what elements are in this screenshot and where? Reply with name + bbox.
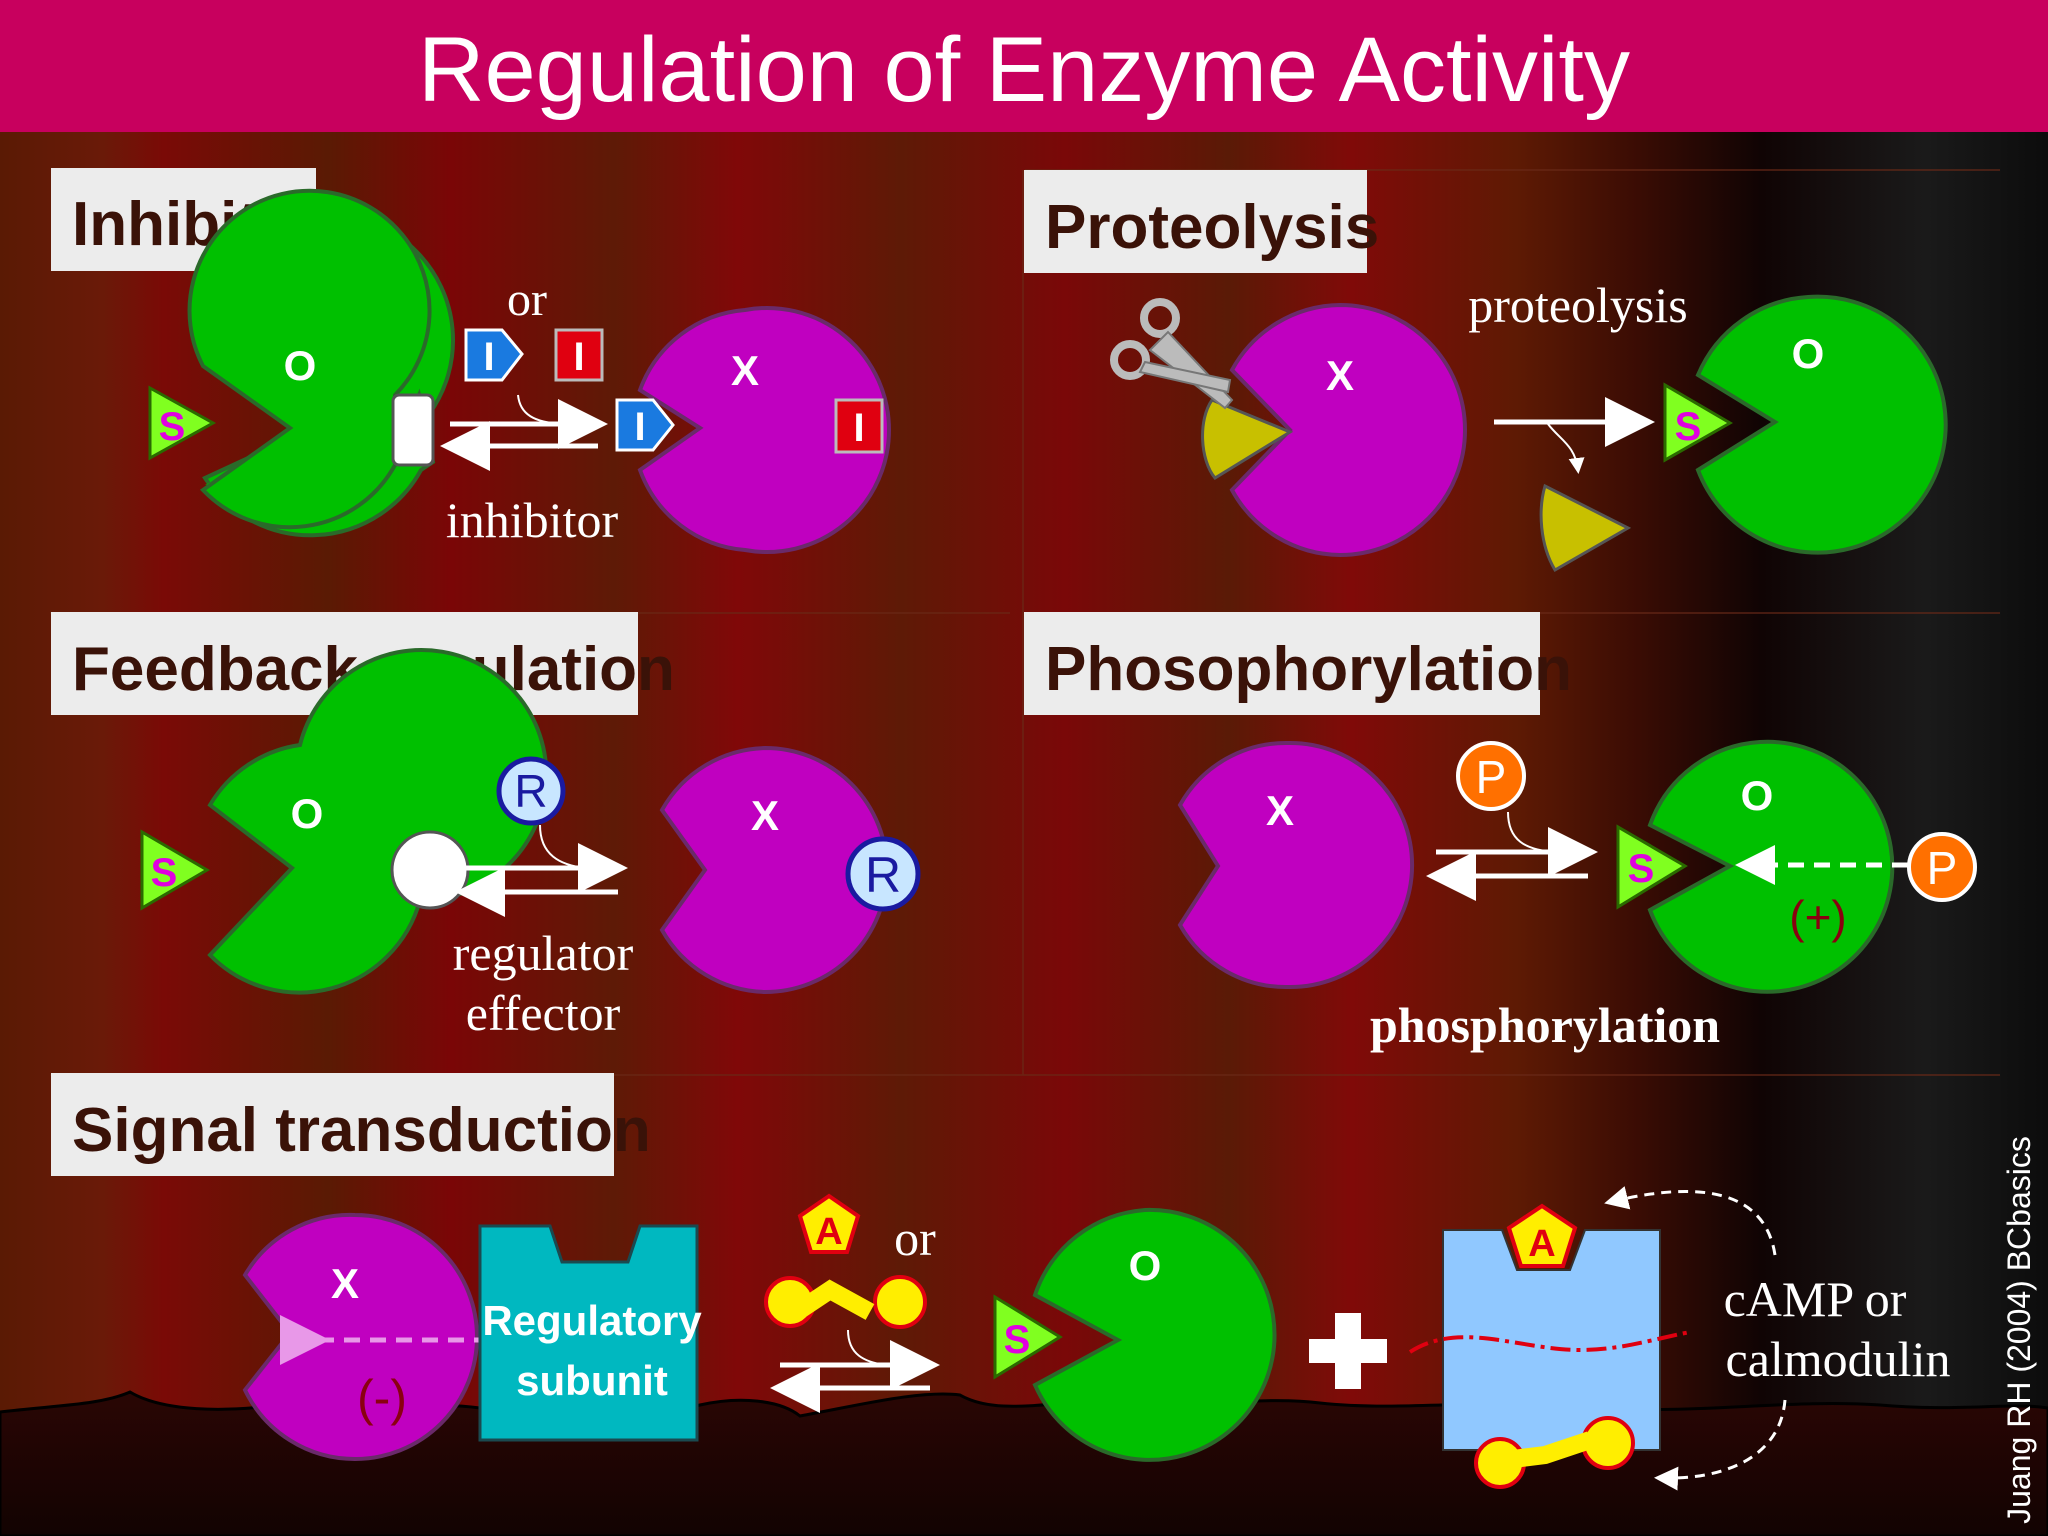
camp-label-line1: cAMP or: [1724, 1271, 1907, 1327]
substrate-triangle: [148, 385, 217, 461]
substrate-triangle-ph: [1616, 824, 1688, 910]
inactive-symbol-sig: X: [331, 1260, 359, 1307]
bound-inhibitor-blue-icon: [615, 398, 675, 452]
binding-site-blank: [391, 393, 435, 467]
inactive-enzyme-pro: [1229, 302, 1467, 558]
inactive-symbol-ph: X: [1266, 787, 1294, 834]
substrate-triangle-pro: [1663, 382, 1734, 463]
bound-inhibitor-red-icon: [834, 398, 884, 454]
active-symbol-sig: O: [1129, 1242, 1162, 1289]
active-symbol-ph: O: [1741, 772, 1774, 819]
section-phosphorylation: Phosophorylation: [1024, 612, 1572, 715]
regulator-label-line2: effector: [466, 985, 621, 1041]
regulatory-label-line1: Regulatory: [482, 1297, 702, 1344]
regulatory-subunit: [478, 1224, 699, 1442]
proteolysis-caption: proteolysis: [1468, 277, 1687, 333]
bound-regulator-icon: [845, 836, 921, 912]
active-enzyme-body: [187, 188, 432, 530]
inhibitor-blue-icon: [464, 328, 524, 382]
active-enzyme-sig: [1032, 1207, 1277, 1462]
inactive-enzyme-sig: [242, 1212, 479, 1462]
active-symbol: O: [284, 342, 317, 389]
bound-regulator-letter: R: [865, 847, 901, 903]
section-label-proteolysis: Proteolysis: [1045, 193, 1379, 262]
substrate-letter-fb: S: [151, 851, 178, 895]
inhibitor-panel: O S I I or inhibitor I I X: [148, 188, 891, 554]
feedback-panel: O S R regulator effector X R: [140, 648, 921, 1041]
calmodulin-icon: [764, 1275, 927, 1329]
inhibitor-blue-letter: I: [483, 335, 494, 379]
substrate-letter: S: [159, 405, 186, 449]
activator-letter: A: [815, 1211, 842, 1253]
section-label-phosphorylation: Phosophorylation: [1045, 635, 1572, 704]
phosphate-letter: P: [1476, 751, 1507, 803]
substrate-letter-sig: S: [1004, 1318, 1031, 1362]
active-symbol-fb: O: [291, 790, 324, 837]
regulatory-label-line2: subunit: [516, 1357, 668, 1404]
inhibitor-caption: inhibitor: [446, 492, 619, 548]
phosphorylation-caption: phosphorylation: [1370, 997, 1720, 1053]
substrate-triangle-sig: [993, 1294, 1063, 1380]
inactive-enzyme-fb: [659, 745, 889, 995]
inactive-symbol-pro: X: [1326, 352, 1354, 399]
bound-activator-letter: A: [1528, 1223, 1555, 1265]
active-symbol-pro: O: [1792, 330, 1825, 377]
camp-label-line2: calmodulin: [1726, 1331, 1951, 1387]
bound-inhibitor-red-letter: I: [853, 406, 864, 450]
peptide-segment-attached: [1201, 398, 1294, 480]
bound-activator-icon: [1506, 1203, 1578, 1268]
title-bar: [0, 0, 2048, 132]
slide-title: Regulation of Enzyme Activity: [418, 19, 1630, 121]
substrate-letter-pro: S: [1675, 405, 1702, 449]
effector-site-blank: [390, 830, 470, 910]
active-enzyme-pro: [1695, 294, 1948, 555]
bound-inhibitor-blue-letter: I: [634, 405, 645, 449]
substrate-letter-ph: S: [1628, 847, 1655, 891]
scissors-icon: [1110, 298, 1234, 410]
section-signal: Signal transduction: [51, 1073, 651, 1176]
inactive-symbol-fb: X: [751, 792, 779, 839]
inactive-enzyme-ph: [1177, 740, 1414, 990]
inactive-symbol: X: [731, 347, 759, 394]
activator-icon: [797, 1193, 861, 1254]
phosphate-icon: [1456, 741, 1526, 811]
phosphorylation-panel: X P phosphorylation O S P (+): [1177, 739, 1977, 1053]
plus-cross-icon: [1309, 1313, 1387, 1389]
inactive-enzyme: [637, 306, 891, 554]
plus-sign: (+): [1789, 891, 1847, 943]
inhibitor-red-icon: [554, 328, 604, 382]
proteolysis-panel: X proteolysis O S: [1110, 277, 1948, 573]
signal-or-label: or: [894, 1210, 936, 1266]
regulator-label-line1: regulator: [453, 925, 634, 981]
minus-sign: (-): [357, 1370, 407, 1426]
bound-calmodulin-icon: [1474, 1416, 1635, 1489]
inhibitor-red-letter: I: [573, 335, 584, 379]
regulator-icon: [496, 756, 566, 826]
regulator-letter: R: [514, 765, 547, 817]
peptide-segment-released: [1539, 483, 1632, 573]
inhibitor-or-label: or: [507, 273, 547, 326]
substrate-triangle-fb: [140, 829, 210, 911]
signal-panel: X (-) Regulatory subunit A or O S: [242, 1186, 1951, 1491]
bound-phosphate-icon: [1907, 832, 1977, 902]
credit-text: Juang RH (2004) BCbasics: [2001, 1136, 2037, 1524]
section-proteolysis: Proteolysis: [1024, 170, 1379, 273]
section-label-signal: Signal transduction: [72, 1096, 651, 1165]
bound-phosphate-letter: P: [1927, 842, 1958, 894]
